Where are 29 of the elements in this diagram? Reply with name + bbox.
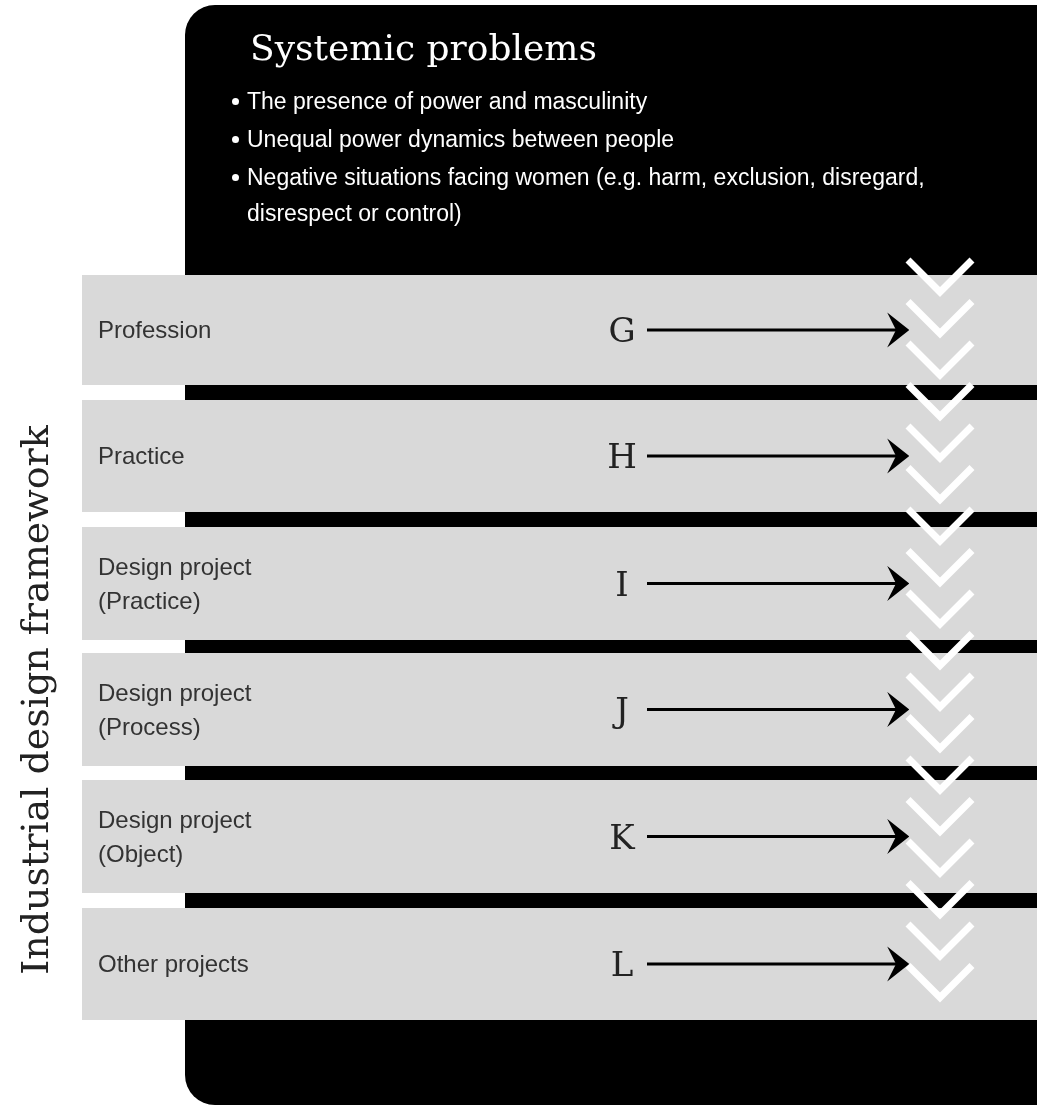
letter-label: G bbox=[597, 305, 647, 355]
letter-label: J bbox=[597, 684, 647, 735]
band bbox=[82, 275, 1037, 385]
band bbox=[82, 527, 1037, 640]
band-label: Practice bbox=[98, 441, 186, 471]
band-label: Design project (Process) bbox=[98, 677, 253, 742]
arrow bbox=[647, 691, 910, 728]
vertical-label: Industrial design framework bbox=[13, 425, 57, 975]
arrow bbox=[647, 438, 910, 474]
arrow bbox=[647, 312, 910, 348]
arrow bbox=[647, 818, 910, 855]
bullet-item: Negative situations facing women (e.g. harm, exclusion, disregard, disrespect or control) bbox=[247, 163, 926, 228]
band-label: Design project (Practice) bbox=[98, 551, 253, 616]
band bbox=[82, 653, 1037, 766]
band-label: Design project (Object) bbox=[98, 804, 253, 869]
bullet-item: The presence of power and masculinity bbox=[247, 87, 649, 116]
arrow bbox=[647, 565, 910, 602]
band bbox=[82, 780, 1037, 893]
heading: Systemic problems bbox=[250, 27, 597, 68]
letter-label: L bbox=[597, 939, 647, 989]
letter-label: H bbox=[597, 431, 647, 481]
bullet-item: Unequal power dynamics between people bbox=[247, 125, 676, 154]
band-label: Other projects bbox=[98, 949, 250, 979]
band bbox=[82, 400, 1037, 512]
band bbox=[82, 908, 1037, 1020]
band-label: Profession bbox=[98, 315, 213, 345]
letter-label: I bbox=[597, 558, 647, 609]
arrow bbox=[647, 946, 910, 982]
letter-label: K bbox=[597, 811, 647, 862]
